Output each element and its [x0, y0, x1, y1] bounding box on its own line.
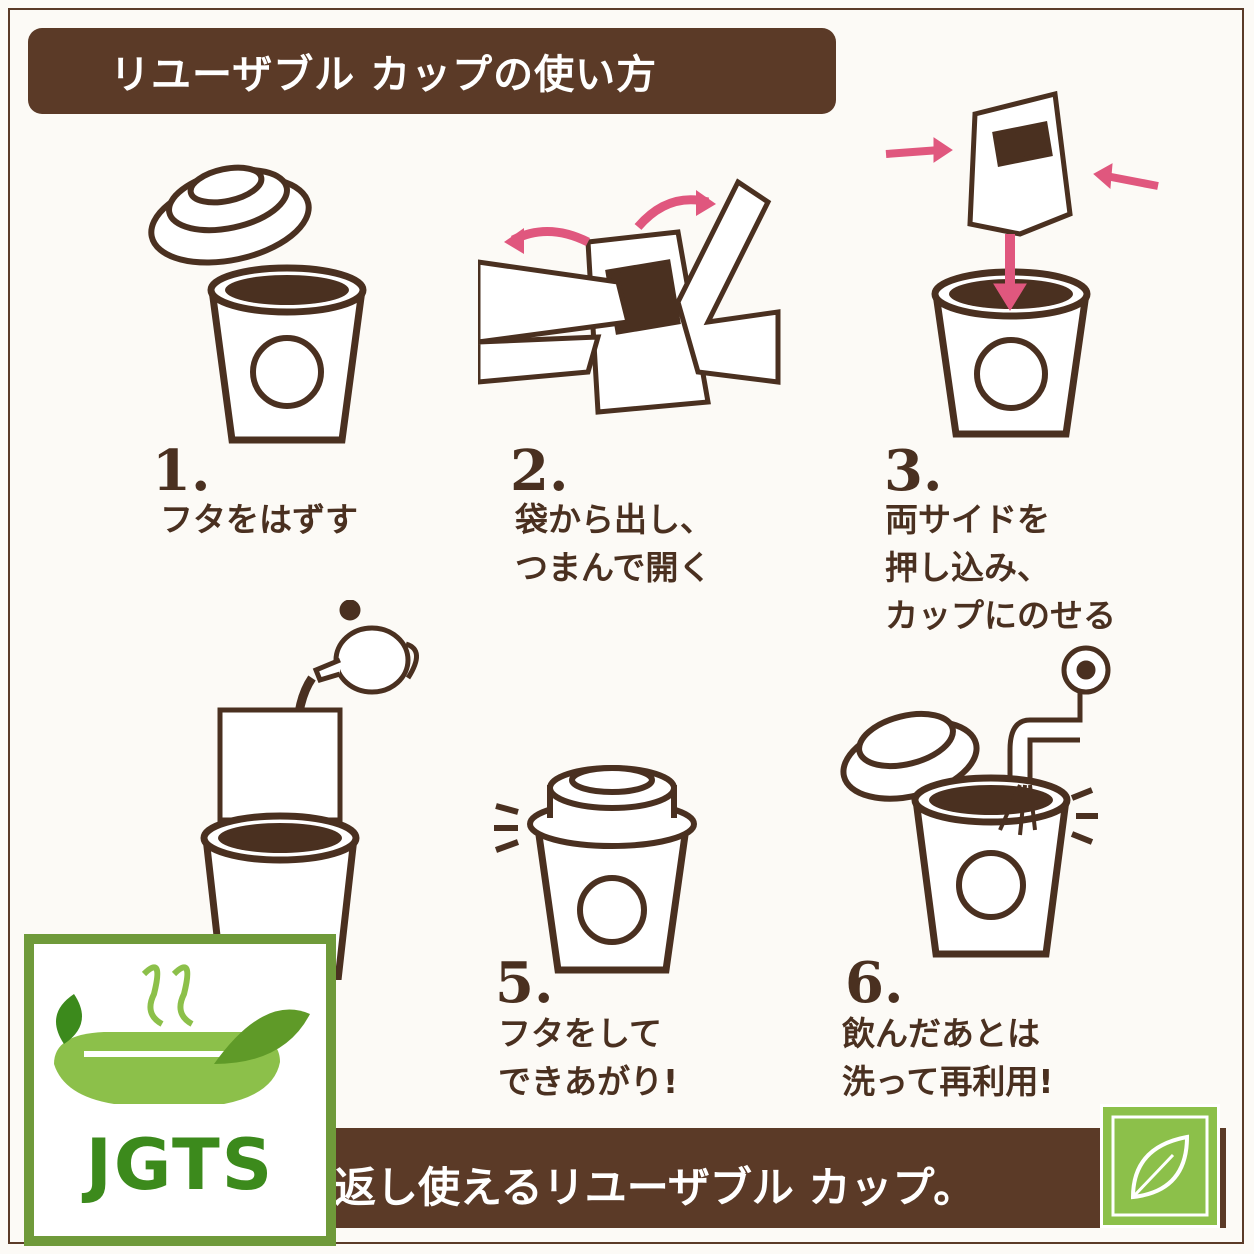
step-5-text: フタをして できあがり! — [498, 1014, 679, 1101]
page-frame — [8, 8, 1244, 1244]
brush-icon — [998, 784, 1037, 836]
reusable-cup-icon — [911, 774, 1071, 958]
leaf-icon — [1111, 1115, 1209, 1217]
hands-icon — [478, 178, 781, 385]
drip-bag-icon — [217, 707, 343, 823]
step2-illustration — [478, 178, 781, 415]
step5-illustration — [494, 765, 697, 974]
step1-illustration — [148, 164, 367, 444]
step-2-text: 袋から出し、 つまんで開く — [515, 500, 713, 587]
pink-arrow-icon — [885, 137, 1159, 311]
page-title: リユーザブル カップの使い方 — [110, 52, 658, 98]
step4-illustration — [200, 600, 419, 980]
jgts-logo: JGTS — [24, 934, 336, 1246]
click-marks — [1070, 787, 1098, 845]
teapot-icon — [312, 600, 419, 695]
faucet-icon — [1007, 645, 1111, 783]
step3-illustration — [885, 90, 1159, 438]
reusable-cup-icon — [207, 264, 367, 444]
leaf-badge — [1100, 1104, 1220, 1228]
step-3-number: 3. — [884, 438, 943, 504]
step-3-text: 両サイドを 押し込み、 カップにのせる — [885, 500, 1116, 635]
title-bar: リユーザブル カップの使い方 — [28, 28, 836, 114]
step-6-text: 飲んだあとは 洗って再利用! — [842, 1014, 1054, 1101]
drip-bag-icon — [967, 90, 1073, 237]
tea-cup-logo-icon — [54, 964, 310, 1104]
step-6-number: 6. — [845, 950, 904, 1016]
cup-lid-icon — [527, 765, 697, 849]
cup-lid-icon — [148, 164, 312, 266]
click-marks — [494, 803, 520, 853]
step-1-number: 1. — [152, 438, 211, 504]
step-1-text: フタをはずす — [160, 500, 358, 539]
reusable-cup-icon — [533, 824, 691, 974]
step-2-number: 2. — [510, 438, 569, 504]
footer-text: 返し使えるリユーザブル カップ。 — [334, 1163, 976, 1212]
step6-illustration — [840, 645, 1111, 958]
jgts-logo-text: JGTS — [85, 1124, 275, 1206]
step-5-number: 5. — [495, 950, 554, 1016]
drip-bag-icon — [585, 229, 711, 415]
